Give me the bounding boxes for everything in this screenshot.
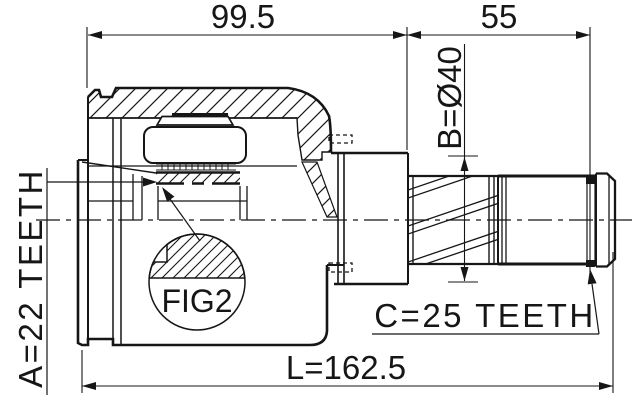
serration-row [156, 163, 236, 171]
inner-teeth-arrow [143, 177, 157, 187]
clamp-tab-hidden-top [328, 134, 353, 144]
output-shaft [331, 151, 617, 286]
label-inner-teeth: A=22 TEETH [12, 168, 157, 395]
snap-ring-strip [156, 171, 240, 186]
housing-wall-lower-section [301, 161, 338, 218]
outer-teeth-arrow [587, 269, 597, 285]
boot-cone-line [81, 161, 157, 174]
detail-callout: FIG2 [148, 187, 246, 331]
dimension-housing-length: 99.5 [86, 0, 408, 150]
dimension-shaft-diameter: B=Ø40 [431, 44, 478, 283]
housing-top-contour [87, 86, 333, 153]
dim-housing-length-label: 99.5 [211, 0, 275, 35]
dim-shaft-length-label: 55 [481, 0, 518, 35]
dim-overall-length-label: L=162.5 [286, 349, 406, 386]
bearing-roller [143, 126, 247, 164]
detail-leader-arrow [162, 187, 175, 202]
detail-ring-section [148, 233, 246, 279]
clamp-tab-hidden-bottom [328, 262, 353, 273]
shaft-end-cap [596, 172, 617, 268]
inner-teeth-label: A=22 TEETH [12, 168, 49, 388]
retainer-cap [155, 115, 235, 126]
inner-race-assembly [143, 113, 247, 186]
dimension-shaft-length: 55 [407, 0, 591, 272]
dim-shaft-diameter-label: B=Ø40 [431, 46, 468, 150]
label-outer-teeth: C=25 TEETH [372, 269, 600, 335]
dimension-overall-length: L=162.5 [81, 252, 614, 393]
detail-leader-line [169, 198, 201, 242]
detail-label: FIG2 [161, 283, 232, 319]
spline-section [408, 174, 499, 266]
outer-teeth-label: C=25 TEETH [374, 297, 596, 334]
